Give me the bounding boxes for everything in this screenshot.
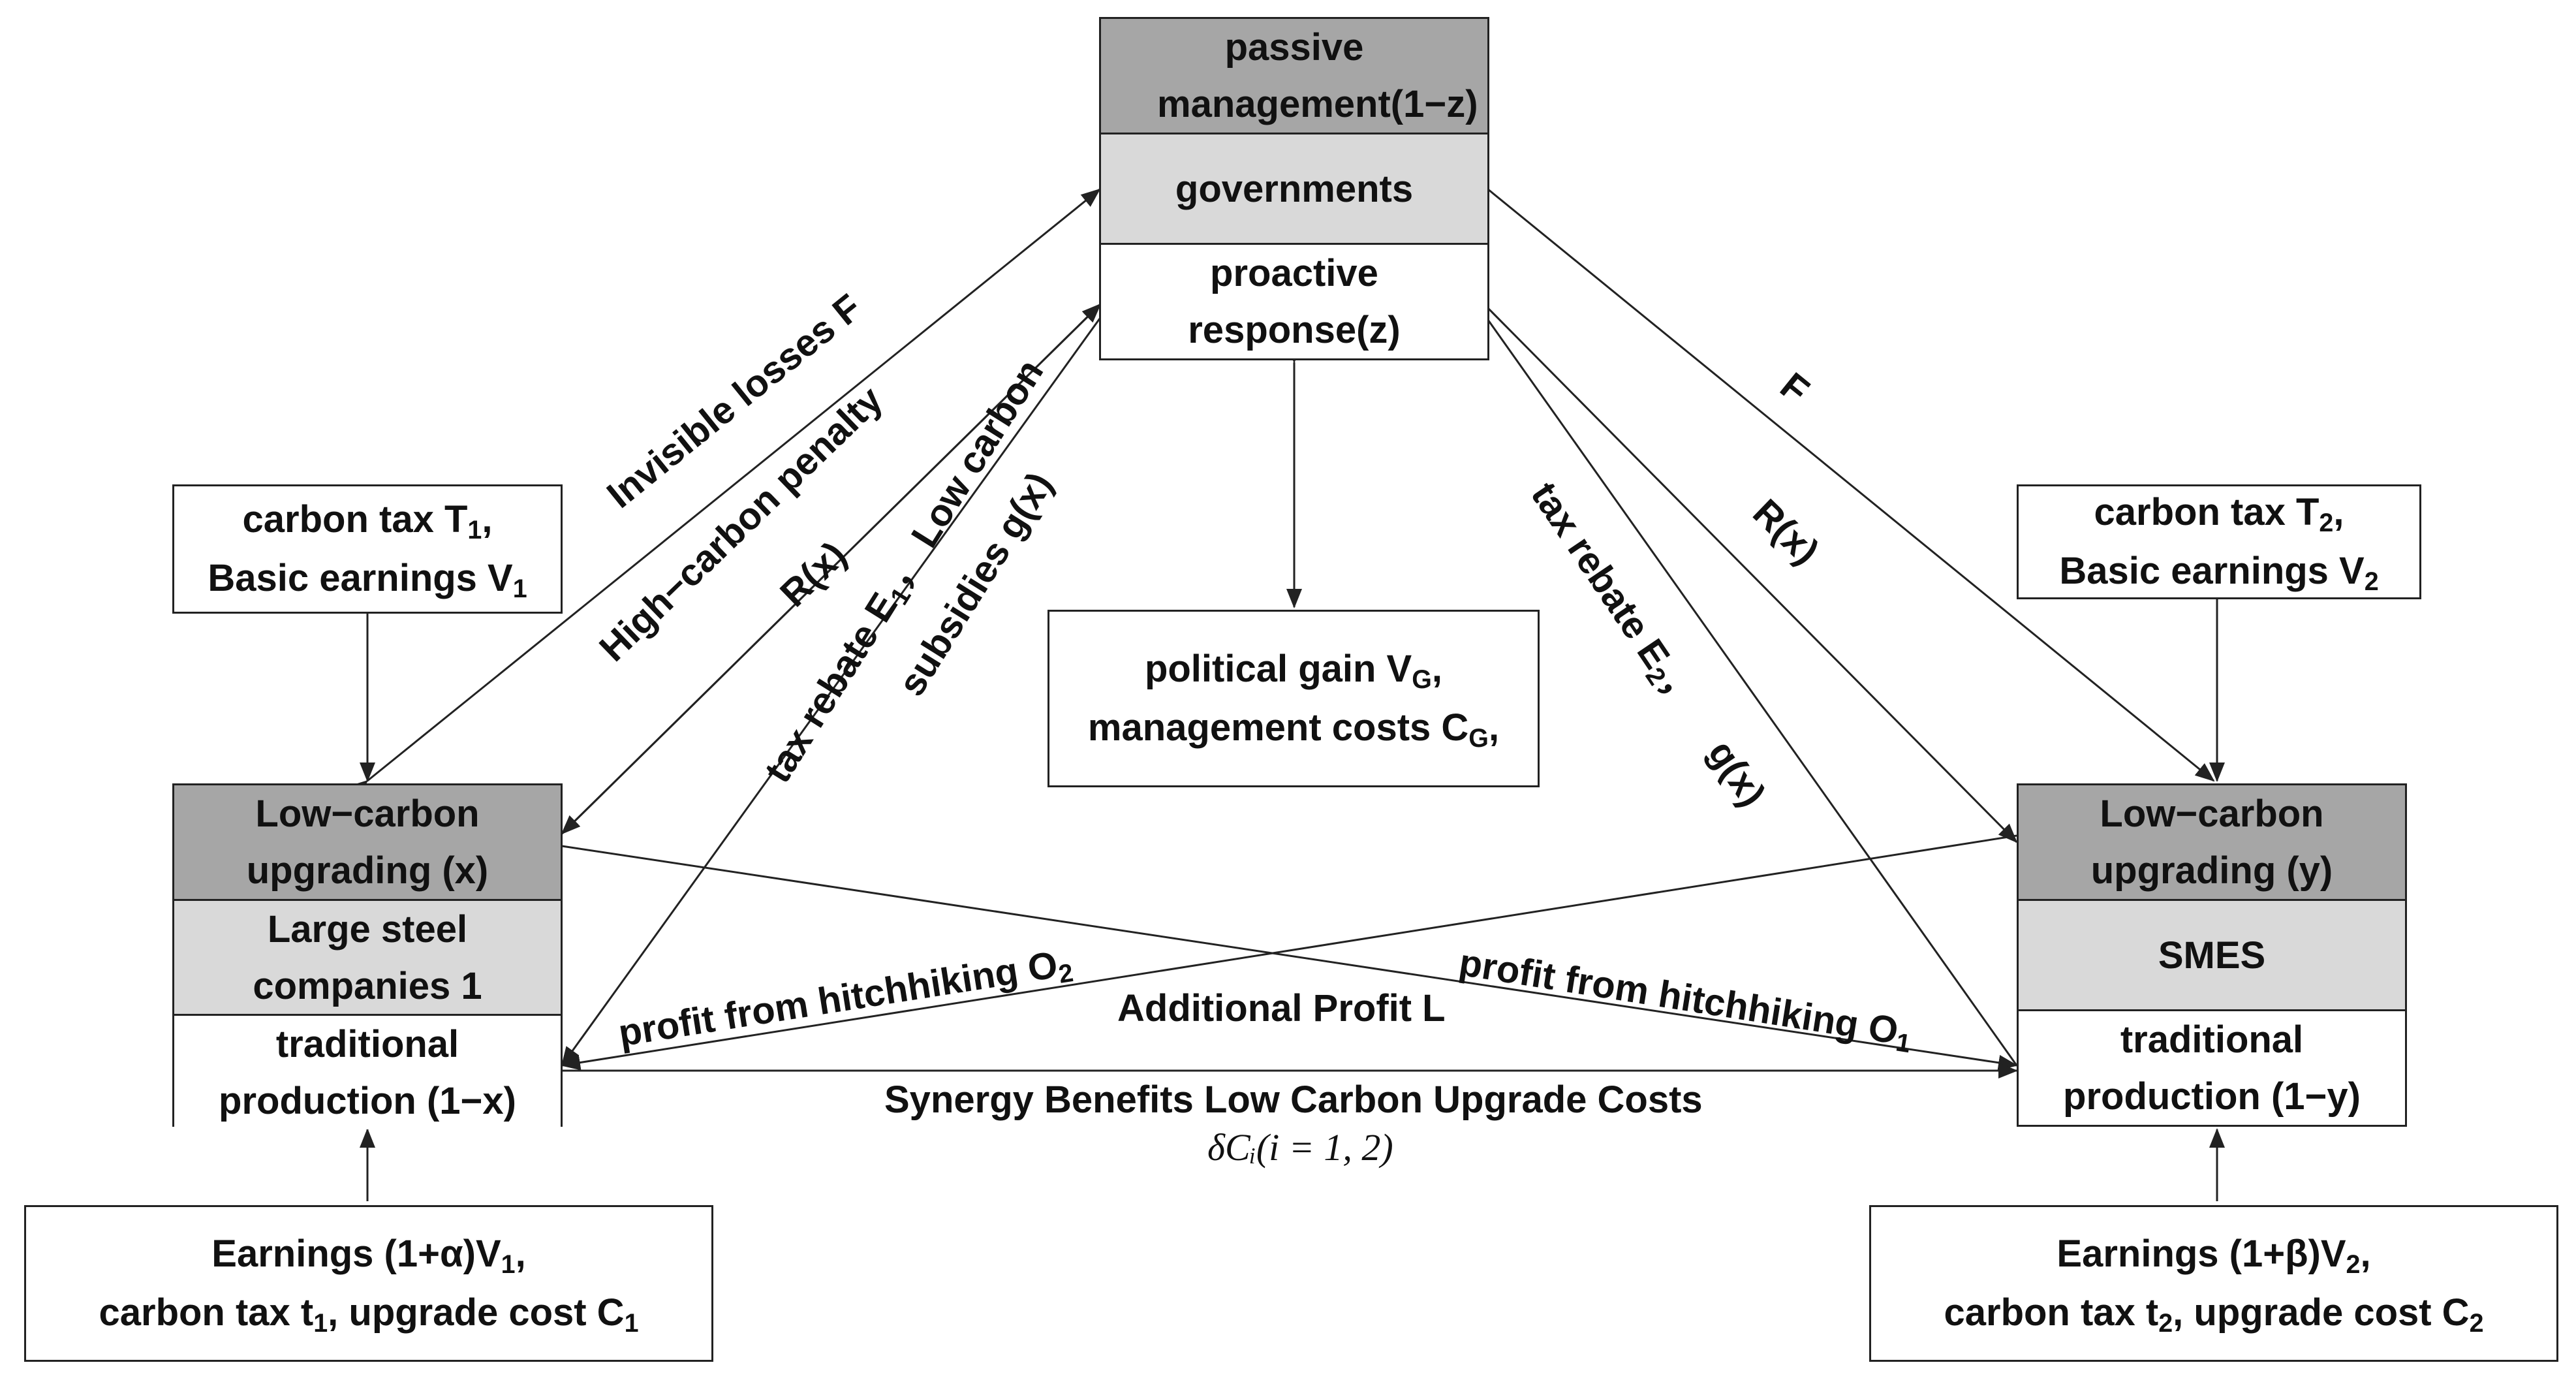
label-additional-profit: Additional Profit L (1117, 987, 1446, 1030)
government-box: passive management(1−z) governments proa… (1099, 17, 1489, 360)
info-left-top-line1: carbon tax T1, (242, 498, 493, 544)
gov-governments: governments (1101, 133, 1487, 243)
info-left-top: carbon tax T1, Basic earnings V1 (172, 484, 563, 614)
company1-top-line1: Low−carbon (255, 793, 480, 835)
arrow-hitchhiking-o1 (542, 835, 2018, 1071)
info-center-line1: political gain VG, (1144, 648, 1443, 694)
sme-name: SMES (2019, 899, 2405, 1009)
arrow-tax-rebate-right (1471, 300, 2018, 1066)
gov-passive-label: passive management(1−z) (1157, 26, 1478, 125)
company1-bottom-line1: traditional (275, 1023, 459, 1065)
gov-middle-label: governments (1175, 167, 1414, 210)
info-right-top: carbon tax T2, Basic earnings V2 (2017, 484, 2421, 599)
arrow-r-x-right (1469, 289, 2018, 843)
company1-middle-line2: companies 1 (253, 964, 482, 1007)
sme-middle-label: SMES (2158, 934, 2266, 977)
arrow-invisible-losses (348, 188, 1101, 798)
gov-proactive-label: proactive response(z) (1188, 252, 1401, 351)
info-right-bottom-line2: carbon tax t2, upgrade cost C2 (1944, 1291, 2484, 1338)
sme-low-carbon: Low−carbon upgrading (y) (2019, 785, 2405, 899)
sme-top-line2: upgrading (y) (2090, 849, 2333, 892)
info-right-top-line2: Basic earnings V2 (2059, 550, 2379, 596)
info-right-bottom: Earnings (1+β)V2, carbon tax t2, upgrade… (1869, 1205, 2558, 1362)
info-left-top-line2: Basic earnings V1 (208, 557, 527, 603)
info-left-bottom: Earnings (1+α)V1, carbon tax t1, upgrade… (24, 1205, 713, 1362)
company1-name: Large steel companies 1 (174, 899, 561, 1014)
company1-top-line2: upgrading (x) (246, 849, 489, 892)
info-right-top-line1: carbon tax T2, (2094, 491, 2344, 537)
info-right-bottom-line1: Earnings (1+β)V2, (2056, 1233, 2371, 1279)
label-synergy: Synergy Benefits Low Carbon Upgrade Cost… (884, 1078, 1703, 1121)
info-left-bottom-line1: Earnings (1+α)V1, (211, 1233, 526, 1279)
gov-proactive-response: proactive response(z) (1101, 243, 1487, 358)
info-center-line2: management costs CG, (1087, 706, 1500, 753)
arrow-high-carbon-penalty-head (561, 303, 1102, 835)
company1-low-carbon: Low−carbon upgrading (x) (174, 785, 561, 899)
sme-bottom-line2: production (1−y) (2063, 1075, 2361, 1118)
sme-top-line1: Low−carbon (2100, 793, 2324, 835)
company1-middle-line1: Large steel (267, 907, 468, 951)
company1-box: Low−carbon upgrading (x) Large steel com… (172, 783, 563, 1129)
info-left-bottom-line2: carbon tax t1, upgrade cost C1 (99, 1291, 639, 1338)
sme-box: Low−carbon upgrading (y) SMES traditiona… (2017, 783, 2407, 1127)
info-center: political gain VG, management costs CG, (1047, 610, 1540, 787)
company1-bottom-line2: production (1−x) (219, 1080, 516, 1122)
sme-traditional: traditional production (1−y) (2019, 1009, 2405, 1125)
label-synergy-formula: δCᵢ(i = 1, 2) (1207, 1126, 1393, 1169)
company1-traditional: traditional production (1−x) (174, 1014, 561, 1129)
sme-bottom-line1: traditional (2120, 1018, 2304, 1061)
gov-passive-management: passive management(1−z) (1101, 19, 1487, 133)
